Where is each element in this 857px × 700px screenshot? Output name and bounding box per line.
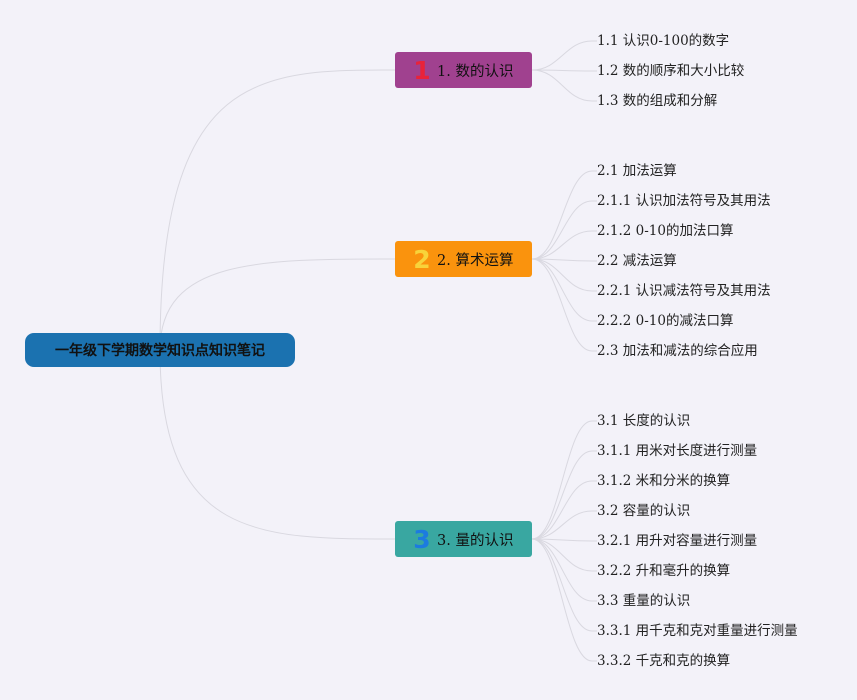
leaf-topic[interactable]: 2.1.1 认识加法符号及其用法 — [597, 193, 771, 209]
leaf-topic[interactable]: 3.1 长度的认识 — [597, 413, 691, 429]
connector-line — [531, 538, 597, 602]
connector-line — [531, 538, 597, 662]
number-three-icon: 3 — [413, 524, 431, 554]
connector-line — [531, 450, 597, 540]
connector-line — [531, 200, 597, 260]
connector-line — [531, 258, 597, 322]
connector-line — [531, 510, 597, 540]
branch-label: 2. 算术运算 — [437, 252, 514, 269]
number-one-icon: 1 — [413, 55, 431, 85]
leaf-topic[interactable]: 3.1.1 用米对长度进行测量 — [597, 443, 758, 459]
leaf-topic[interactable]: 3.2.1 用升对容量进行测量 — [597, 533, 758, 549]
connector-line — [531, 538, 597, 572]
leaf-topic[interactable]: 2.3 加法和减法的综合应用 — [597, 343, 758, 359]
connector-line — [159, 258, 396, 351]
connector-line — [531, 170, 597, 260]
connector-line — [159, 349, 396, 540]
connector-line — [531, 538, 597, 542]
connector-line — [531, 538, 597, 632]
connector-line — [531, 258, 597, 262]
connector-line — [531, 69, 597, 102]
leaf-topic[interactable]: 2.2 减法运算 — [597, 253, 677, 269]
connector-line — [531, 420, 597, 540]
branch-arithmetic[interactable]: 2 2. 算术运算 — [395, 241, 532, 277]
leaf-topic[interactable]: 1.2 数的顺序和大小比较 — [597, 63, 745, 79]
leaf-topic[interactable]: 1.3 数的组成和分解 — [597, 93, 718, 109]
leaf-topic[interactable]: 3.2.2 升和毫升的换算 — [597, 563, 731, 579]
leaf-topic[interactable]: 3.3 重量的认识 — [597, 593, 691, 609]
root-topic-label: 一年级下学期数学知识点知识笔记 — [55, 343, 265, 359]
leaf-topic[interactable]: 3.3.2 千克和克的换算 — [597, 653, 731, 669]
leaf-topic[interactable]: 1.1 认识0-100的数字 — [597, 33, 730, 49]
root-topic[interactable]: 一年级下学期数学知识点知识笔记 — [25, 333, 295, 367]
branch-measurement[interactable]: 3 3. 量的认识 — [395, 521, 532, 557]
connector-line — [531, 258, 597, 352]
branch-label: 1. 数的认识 — [437, 63, 514, 80]
connector-line — [531, 40, 597, 71]
leaf-topic[interactable]: 2.1.2 0-10的加法口算 — [597, 223, 734, 239]
number-two-icon: 2 — [413, 244, 431, 274]
branch-number-recognition[interactable]: 1 1. 数的认识 — [395, 52, 532, 88]
leaf-topic[interactable]: 3.2 容量的认识 — [597, 503, 691, 519]
leaf-topic[interactable]: 2.2.1 认识减法符号及其用法 — [597, 283, 771, 299]
connector-line — [531, 480, 597, 540]
leaf-topic[interactable]: 2.2.2 0-10的减法口算 — [597, 313, 734, 329]
connector-line — [159, 69, 396, 351]
leaf-topic[interactable]: 3.3.1 用千克和克对重量进行测量 — [597, 623, 798, 639]
branch-label: 3. 量的认识 — [437, 532, 514, 549]
leaf-topic[interactable]: 2.1 加法运算 — [597, 163, 677, 179]
connector-line — [531, 258, 597, 292]
connector-line — [531, 230, 597, 260]
leaf-topic[interactable]: 3.1.2 米和分米的换算 — [597, 473, 731, 489]
connector-line — [531, 69, 597, 72]
